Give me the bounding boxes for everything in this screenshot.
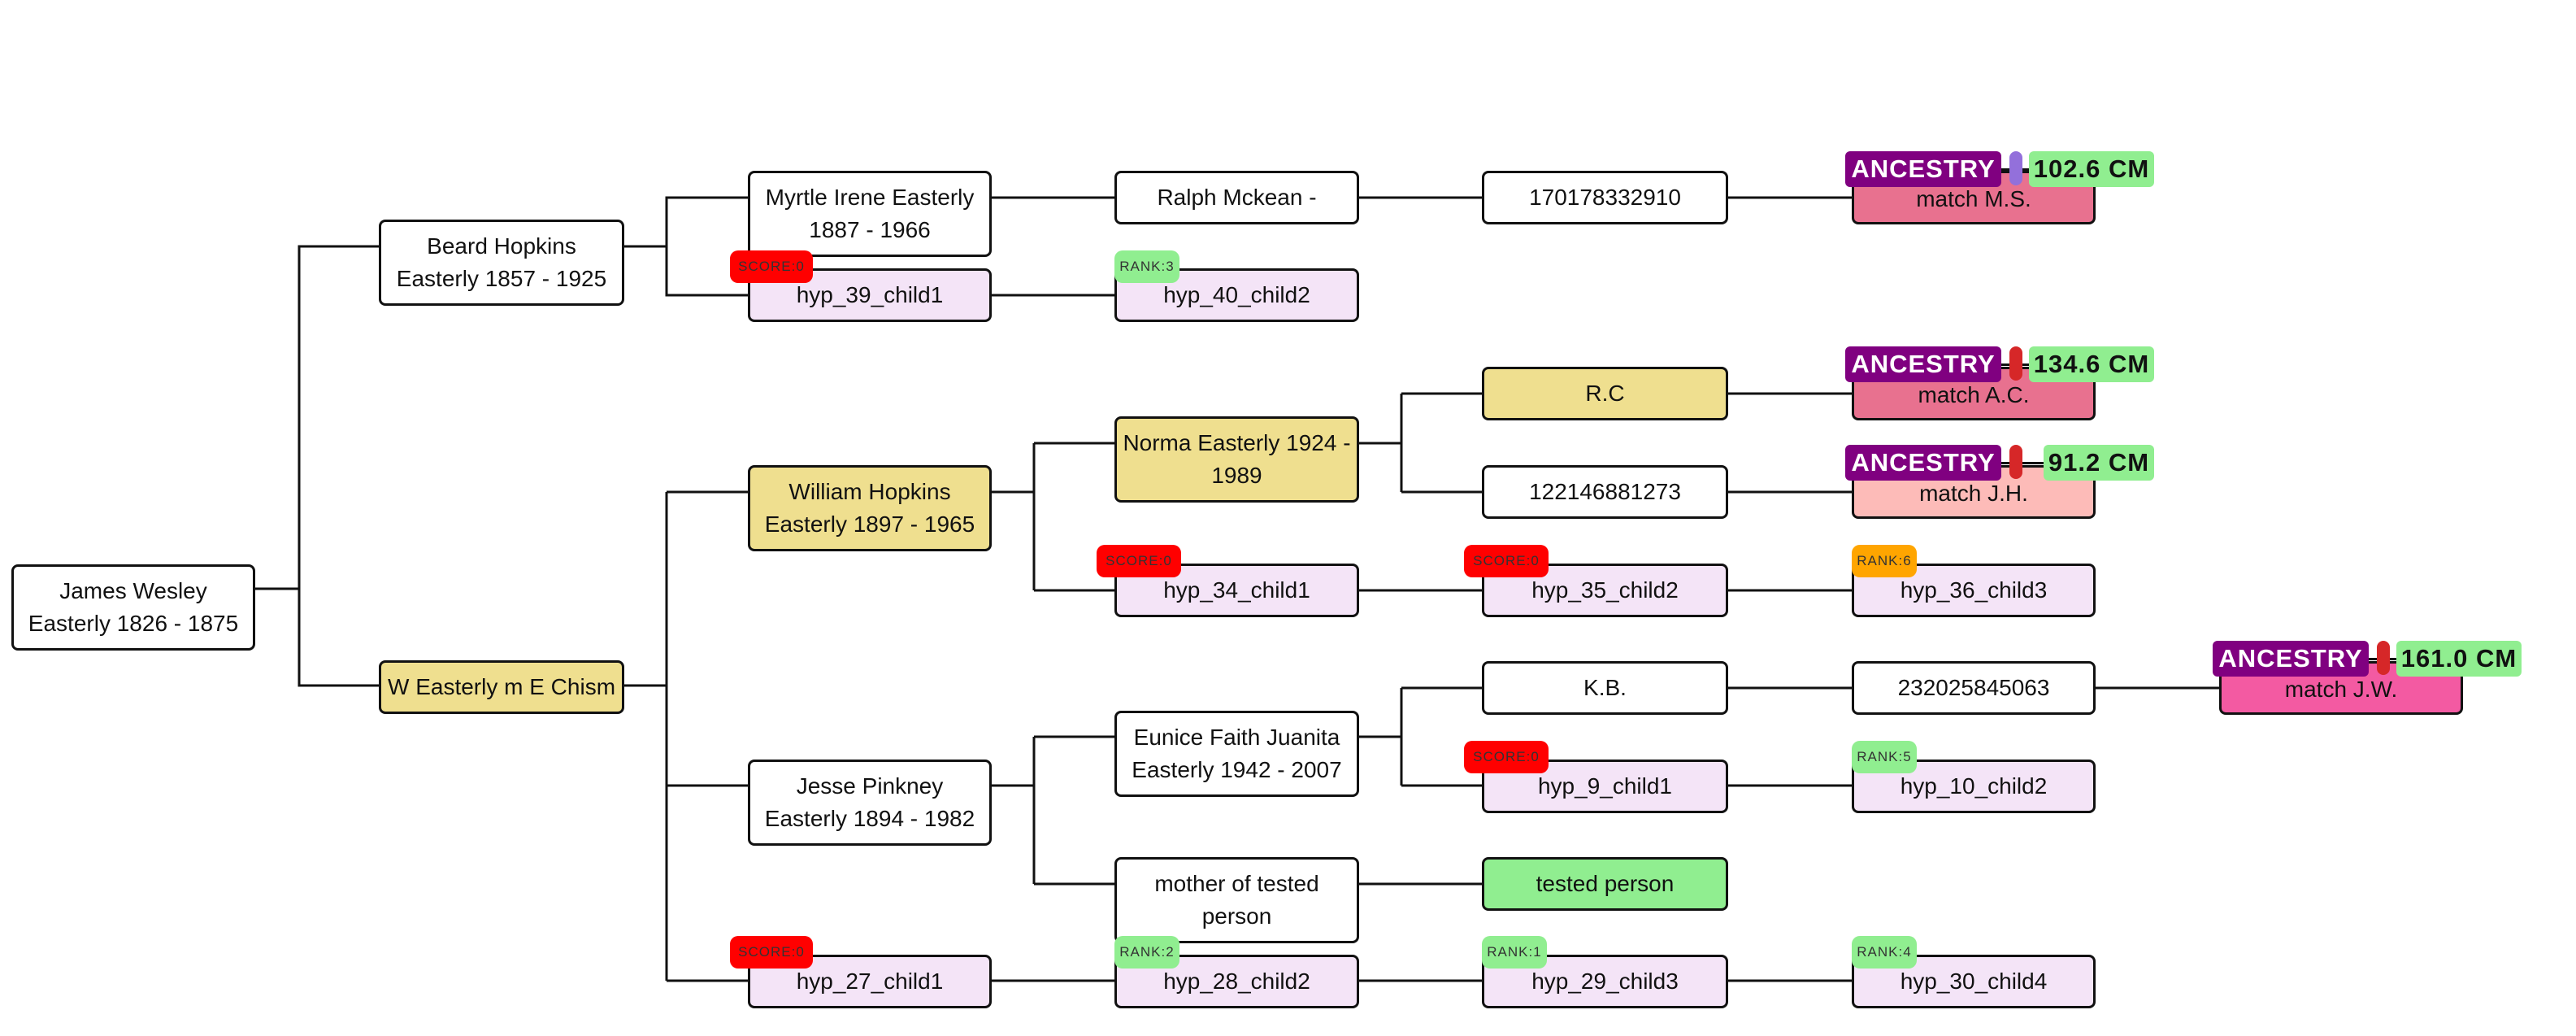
label-connector	[2022, 363, 2029, 366]
connector	[1358, 686, 1483, 787]
ancestry-label: ANCESTRY	[1845, 445, 2001, 481]
cm-label: 161.0 CM	[2396, 641, 2522, 677]
person-node[interactable]: Beard Hopkins Easterly 1857 - 1925	[379, 220, 624, 306]
label-connector	[2001, 363, 2009, 366]
connector	[990, 735, 1116, 886]
person-node[interactable]: W Easterly m E Chism	[379, 660, 624, 714]
person-node[interactable]: 232025845063	[1852, 661, 2096, 715]
score-badge: SCORE:0	[730, 936, 813, 969]
rank-badge: RANK:6	[1852, 545, 1917, 577]
match-indicator	[2009, 151, 2022, 185]
connector	[1727, 392, 1853, 494]
ancestry-label: ANCESTRY	[1845, 346, 2001, 382]
ancestry-label: ANCESTRY	[2213, 641, 2369, 677]
label-connector	[2390, 658, 2396, 660]
match-indicator	[2009, 445, 2022, 479]
rank-badge: RANK:3	[1114, 250, 1179, 283]
person-node[interactable]: William Hopkins Easterly 1897 - 1965	[748, 465, 992, 551]
rank-badge: RANK:4	[1852, 936, 1917, 969]
rank-badge: RANK:2	[1114, 936, 1179, 969]
ancestry-label: ANCESTRY	[1845, 151, 2001, 187]
cm-label: 134.6 CM	[2029, 346, 2154, 382]
person-node[interactable]: 170178332910	[1482, 171, 1728, 224]
tested-person-node[interactable]: tested person	[1482, 857, 1728, 911]
label-connector	[2022, 462, 2044, 464]
person-node[interactable]: Ralph Mckean -	[1114, 171, 1359, 224]
connector	[990, 442, 1116, 592]
connector	[1358, 392, 1483, 494]
person-node[interactable]: Norma Easterly 1924 - 1989	[1114, 416, 1359, 503]
person-node[interactable]: 122146881273	[1482, 465, 1728, 519]
person-node[interactable]: mother of tested person	[1114, 857, 1359, 943]
match-indicator	[2009, 346, 2022, 381]
person-node[interactable]: Eunice Faith Juanita Easterly 1942 - 200…	[1114, 711, 1359, 797]
score-badge: SCORE:0	[1464, 741, 1549, 773]
label-connector	[2369, 658, 2377, 660]
person-node[interactable]: R.C	[1482, 367, 1728, 420]
score-badge: SCORE:0	[1464, 545, 1549, 577]
connector	[623, 196, 749, 297]
hypothesis-node[interactable]: hyp_29_child3	[1482, 955, 1728, 1008]
hypothesis-node[interactable]: hyp_27_child1	[748, 955, 992, 1008]
label-connector	[2022, 168, 2029, 171]
rank-badge: RANK:1	[1482, 936, 1547, 969]
score-badge: SCORE:0	[1097, 545, 1181, 577]
person-node[interactable]: K.B.	[1482, 661, 1728, 715]
person-node[interactable]: Jesse Pinkney Easterly 1894 - 1982	[748, 760, 992, 846]
hypothesis-node[interactable]: hyp_34_child1	[1114, 564, 1359, 617]
label-connector	[2001, 168, 2009, 171]
cm-label: 102.6 CM	[2029, 151, 2154, 187]
connector	[254, 245, 380, 687]
cm-label: 91.2 CM	[2044, 445, 2154, 481]
person-node[interactable]: Myrtle Irene Easterly 1887 - 1966	[748, 171, 992, 257]
score-badge: SCORE:0	[730, 250, 813, 283]
label-connector	[2001, 462, 2009, 464]
connector	[623, 490, 749, 982]
person-node[interactable]: James Wesley Easterly 1826 - 1875	[11, 564, 255, 651]
rank-badge: RANK:5	[1852, 741, 1917, 773]
match-indicator	[2377, 641, 2390, 675]
